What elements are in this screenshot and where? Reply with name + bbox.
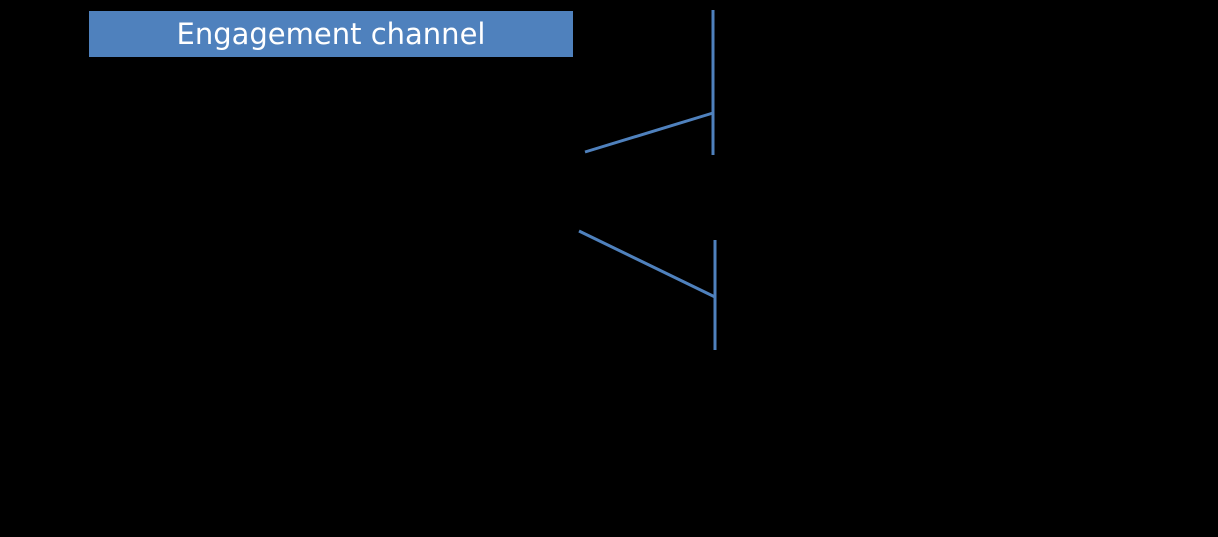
upper-diagonal-connector: [584, 111, 714, 154]
engagement-channel-label: Engagement channel: [176, 16, 486, 51]
engagement-channel-box: Engagement channel: [89, 11, 573, 57]
lower-diagonal-connector: [578, 229, 716, 299]
